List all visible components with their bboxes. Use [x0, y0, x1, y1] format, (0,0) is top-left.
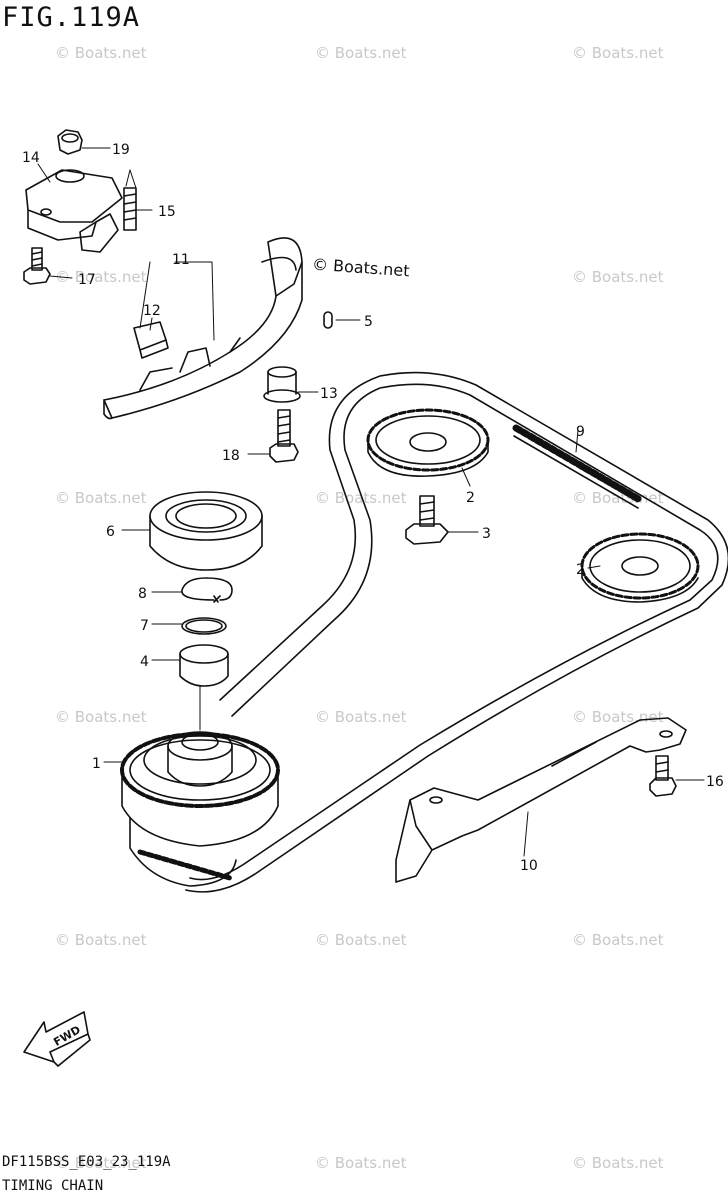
watermark: © Boats.net — [315, 44, 407, 62]
cam-sprocket-2-lower — [580, 532, 700, 603]
fwd-arrow-icon: FWD — [23, 1011, 91, 1068]
watermark: © Boats.net — [572, 44, 664, 62]
callout-5: 5 — [364, 314, 373, 330]
nut-19 — [57, 129, 83, 155]
figure-title: FIG.119A — [2, 2, 141, 33]
callout-6: 6 — [106, 524, 115, 540]
guide-pad-12 — [133, 321, 169, 359]
watermark: © Boats.net — [315, 931, 407, 949]
callout-17: 17 — [78, 272, 96, 288]
bushing-4 — [179, 644, 229, 687]
bolt-17 — [23, 247, 51, 285]
chain-guide-10 — [395, 717, 687, 883]
crank-gear-1 — [120, 731, 280, 887]
callout-1: 1 — [92, 756, 101, 772]
callout-9: 9 — [576, 424, 585, 440]
callout-19: 19 — [112, 142, 130, 158]
o-ring-7 — [181, 617, 227, 635]
snap-ring-8 — [181, 577, 233, 603]
callout-labels: 1 2 2 3 4 5 6 7 8 9 10 11 12 13 14 15 16… — [22, 142, 724, 874]
tensioner-bracket-14 — [25, 169, 123, 253]
watermark: © Boats.net — [55, 268, 147, 286]
watermark: © Boats.net — [572, 1154, 664, 1172]
chain-guide-11 — [103, 237, 303, 420]
chain-segment-9 — [512, 424, 644, 509]
watermark: © Boats.net — [55, 489, 147, 507]
callout-15: 15 — [158, 204, 176, 220]
watermark: © Boats.net — [572, 931, 664, 949]
leader-lines — [37, 147, 705, 857]
bolt-3 — [405, 495, 449, 545]
watermark: © Boats.net — [55, 44, 147, 62]
callout-16: 16 — [706, 774, 724, 790]
callout-8: 8 — [138, 586, 147, 602]
callout-12: 12 — [143, 303, 161, 319]
stud-15 — [123, 187, 137, 231]
callout-3: 3 — [482, 526, 491, 542]
figure-code: DF115BSS_E03_23_119A — [2, 1154, 171, 1170]
callout-13: 13 — [320, 386, 338, 402]
watermark: © Boats.net — [572, 708, 664, 726]
watermark: © Boats.net — [315, 708, 407, 726]
callout-10: 10 — [520, 858, 538, 874]
watermark: © Boats.net — [55, 931, 147, 949]
bolt-18 — [269, 409, 299, 463]
watermark: © Boats.net — [315, 489, 407, 507]
callout-2-upper: 2 — [466, 490, 475, 506]
pin-5 — [323, 311, 333, 329]
watermark: © Boats.net — [572, 268, 664, 286]
watermark: © Boats.net — [55, 1154, 147, 1172]
callout-18: 18 — [222, 448, 240, 464]
watermark: © Boats.net — [55, 708, 147, 726]
callout-2-lower: 2 — [576, 562, 585, 578]
figure-name: TIMING CHAIN — [2, 1178, 104, 1194]
callout-7: 7 — [140, 618, 149, 634]
collar-13 — [263, 366, 301, 403]
callout-4: 4 — [140, 654, 149, 670]
watermark: © Boats.net — [315, 1154, 407, 1172]
timing-chain-loop — [185, 371, 728, 893]
bearing-6 — [149, 491, 263, 571]
watermark: © Boats.net — [572, 489, 664, 507]
watermark-grid: © Boats.net © Boats.net © Boats.net © Bo… — [55, 44, 664, 1172]
cam-sprocket-2-upper — [366, 408, 490, 477]
callout-14: 14 — [22, 150, 40, 166]
callout-11: 11 — [172, 252, 190, 268]
bolt-16 — [649, 755, 677, 797]
